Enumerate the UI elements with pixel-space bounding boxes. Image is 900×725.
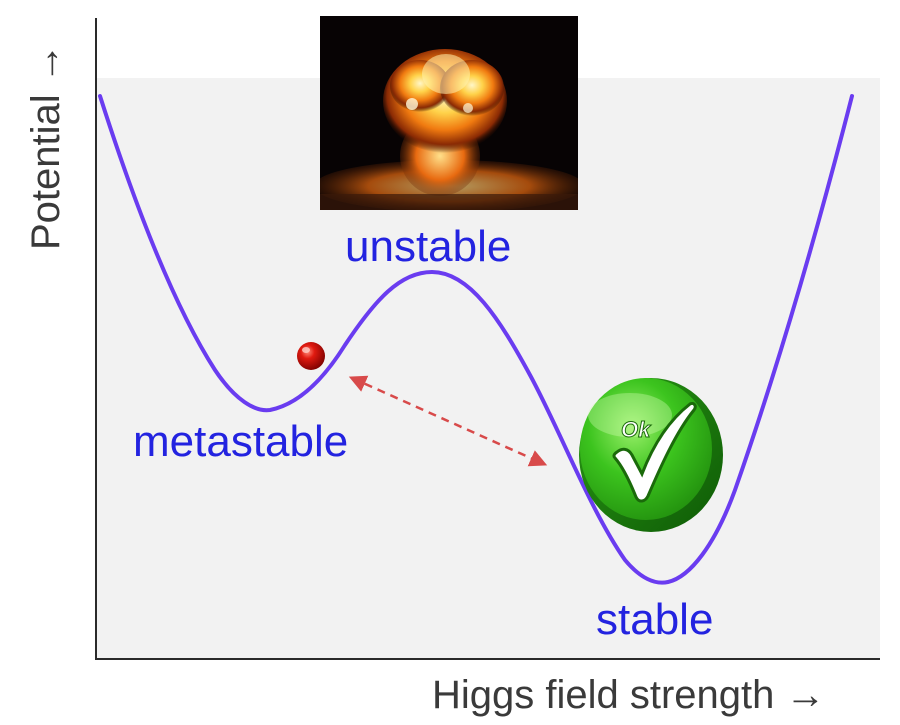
ok-badge: Ok [579,378,723,532]
red-ball-icon [297,342,325,370]
ok-badge-text: Ok [621,417,652,442]
y-axis-label: Potential → [24,43,68,250]
explosion-icon [320,16,578,210]
stable-label: stable [596,595,714,644]
tunneling-arrow [348,375,548,467]
explosion-image [320,16,578,210]
metastable-label: metastable [133,417,349,466]
unstable-label: unstable [345,222,512,271]
potential-curve [98,94,854,585]
x-axis-label: Higgs field strength → [432,673,826,717]
checkmark-icon [612,402,697,503]
